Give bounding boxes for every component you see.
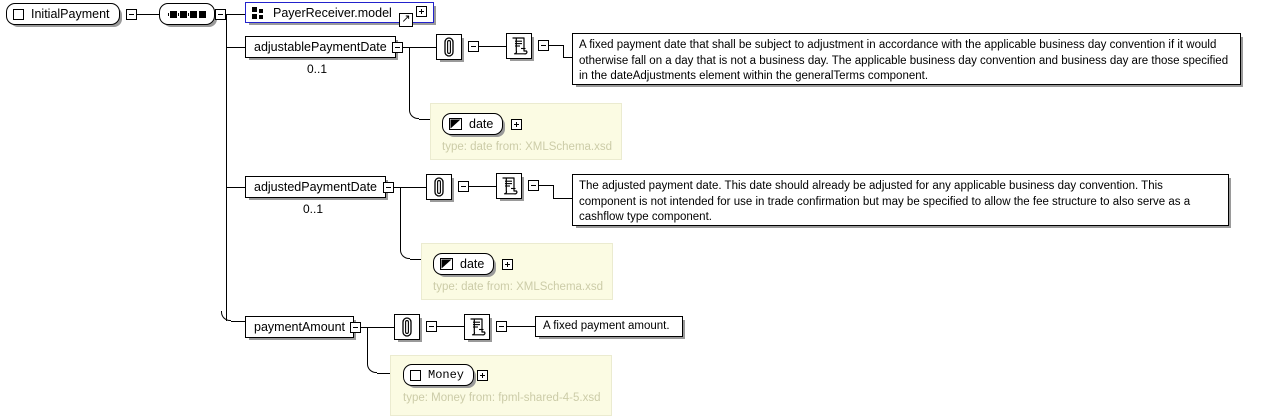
adjustablepaymentdate-collapse-toggle[interactable] bbox=[392, 42, 403, 53]
type-node-label: date bbox=[469, 116, 494, 131]
root-element-initialpayment[interactable]: InitialPayment bbox=[6, 3, 120, 25]
connector-elbow-paymentamount bbox=[221, 311, 231, 321]
model-group-label: PayerReceiver.model bbox=[273, 5, 392, 20]
element-label: adjustedPaymentDate bbox=[254, 179, 377, 194]
annotation-adjustablepaymentdate: A fixed payment date that shall be subje… bbox=[572, 33, 1241, 85]
group-icon bbox=[252, 6, 265, 19]
connector-root-to-sequence bbox=[137, 14, 159, 15]
connector-adjustable-annot-drop bbox=[563, 45, 564, 57]
documentation-icon-box-paymentamount[interactable] bbox=[464, 314, 490, 340]
type-panel-paymentamount: Money type: Money from: fpml-shared-4-5.… bbox=[390, 355, 612, 416]
connector-branch-model bbox=[226, 14, 245, 15]
annotation-adjustedpaymentdate: The adjusted payment date. This date sho… bbox=[572, 174, 1229, 226]
connector-adjusted-attachment-to-doc bbox=[469, 186, 496, 187]
type-node-money[interactable]: Money bbox=[403, 364, 475, 386]
paperclip-icon bbox=[444, 37, 454, 57]
connector-adjustable-to-typepanel bbox=[409, 47, 410, 109]
sequence-collapse-toggle[interactable] bbox=[215, 9, 226, 20]
connector-adjustable-doc-to-annot bbox=[549, 45, 563, 46]
simple-type-icon bbox=[440, 258, 453, 270]
type-node-expand-toggle[interactable] bbox=[477, 370, 488, 381]
model-group-payerreceiver[interactable]: PayerReceiver.model ↗ bbox=[245, 2, 434, 27]
type-node-expand-toggle[interactable] bbox=[511, 119, 522, 130]
documentation-icon bbox=[469, 318, 485, 336]
type-panel-footer: type: date from: XMLSchema.xsd bbox=[442, 141, 613, 153]
adjustedpaymentdate-collapse-toggle[interactable] bbox=[383, 182, 394, 193]
documentation-icon bbox=[511, 37, 527, 55]
connector-branch-paymentamount bbox=[231, 321, 245, 322]
connector-adjusted-annot-drop bbox=[553, 185, 554, 198]
connector-adjusted-to-typepanel bbox=[400, 187, 401, 249]
cardinality-adjustablepaymentdate: 0..1 bbox=[307, 62, 328, 76]
element-adjustablepaymentdate[interactable]: adjustablePaymentDate bbox=[245, 36, 396, 58]
complex-type-icon bbox=[410, 369, 421, 381]
connector-adjusted-doc-to-annot bbox=[539, 185, 553, 186]
element-paymentamount[interactable]: paymentAmount bbox=[245, 316, 355, 338]
connector-branch-adjusted bbox=[226, 187, 245, 188]
element-adjustedpaymentdate[interactable]: adjustedPaymentDate bbox=[245, 176, 386, 198]
simple-type-icon bbox=[449, 118, 462, 130]
connector-adjusted-to-attachment bbox=[394, 187, 426, 188]
root-element-label: InitialPayment bbox=[31, 6, 110, 21]
connector-elbow-adjusted-type bbox=[400, 249, 410, 259]
goto-definition-icon[interactable]: ↗ bbox=[399, 13, 413, 27]
type-panel-footer: type: Money from: fpml-shared-4-5.xsd bbox=[403, 392, 601, 404]
paperclip-icon bbox=[402, 317, 412, 337]
type-panel-adjustablepaymentdate: date type: date from: XMLSchema.xsd bbox=[430, 103, 622, 160]
connector-paymentamount-attachment-to-doc bbox=[437, 326, 464, 327]
paperclip-icon bbox=[434, 177, 444, 197]
sequence-compositor[interactable] bbox=[159, 3, 215, 25]
type-node-date[interactable]: date bbox=[433, 253, 495, 275]
annotation-paymentamount: A fixed payment amount. bbox=[535, 316, 683, 337]
connector-paymentamount-to-typepanel bbox=[367, 327, 368, 363]
element-icon bbox=[13, 8, 24, 20]
cardinality-adjustedpaymentdate: 0..1 bbox=[303, 202, 324, 216]
connector-paymentamount-doc-to-annot bbox=[507, 326, 535, 327]
adjustable-documentation-toggle[interactable] bbox=[538, 40, 549, 51]
paperclip-icon-box-adjusted[interactable] bbox=[426, 174, 452, 200]
type-panel-adjustedpaymentdate: date type: date from: XMLSchema.xsd bbox=[421, 243, 613, 300]
connector-paymentamount-typepanel-stub bbox=[377, 373, 395, 374]
documentation-icon-box-adjustable[interactable] bbox=[506, 33, 532, 59]
sequence-icon bbox=[168, 9, 207, 19]
connector-adjustable-to-attachment bbox=[403, 47, 436, 48]
paymentamount-attachment-toggle[interactable] bbox=[426, 321, 437, 332]
type-node-label: date bbox=[460, 256, 485, 271]
connector-adjustable-attachment-to-doc bbox=[479, 46, 506, 47]
paperclip-icon-box-adjustable[interactable] bbox=[436, 34, 462, 60]
adjusted-documentation-toggle[interactable] bbox=[528, 180, 539, 191]
type-node-expand-toggle[interactable] bbox=[502, 259, 513, 270]
connector-adjustable-annot-stub bbox=[563, 57, 572, 58]
connector-branch-adjustable bbox=[226, 47, 245, 48]
adjustable-attachment-toggle[interactable] bbox=[468, 41, 479, 52]
type-node-label: Money bbox=[428, 368, 465, 382]
type-node-date[interactable]: date bbox=[442, 113, 504, 135]
element-label: paymentAmount bbox=[254, 319, 346, 334]
connector-adjusted-annot-stub bbox=[553, 198, 572, 199]
documentation-icon bbox=[501, 177, 517, 195]
documentation-icon-box-adjusted[interactable] bbox=[496, 173, 522, 199]
paymentamount-collapse-toggle[interactable] bbox=[350, 322, 361, 333]
connector-trunk bbox=[226, 14, 227, 321]
paperclip-icon-box-paymentamount[interactable] bbox=[394, 314, 420, 340]
adjusted-attachment-toggle[interactable] bbox=[458, 181, 469, 192]
connector-elbow-paymentamount-type bbox=[367, 363, 377, 373]
root-collapse-toggle[interactable] bbox=[126, 9, 137, 20]
connector-paymentamount-to-attachment bbox=[361, 327, 394, 328]
paymentamount-documentation-toggle[interactable] bbox=[496, 321, 507, 332]
element-label: adjustablePaymentDate bbox=[254, 39, 387, 54]
model-group-expand-toggle[interactable] bbox=[416, 6, 427, 17]
type-panel-footer: type: date from: XMLSchema.xsd bbox=[433, 281, 604, 293]
connector-elbow-adjustable-type bbox=[409, 109, 419, 119]
